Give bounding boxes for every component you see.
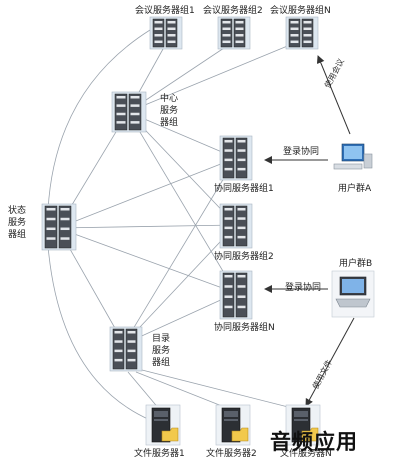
- file-server-1-label: 文件服务器1: [134, 449, 185, 459]
- collab-server-n-icon: [219, 270, 253, 320]
- user-group-a-label: 用户群A: [338, 184, 372, 194]
- user-group-a-icon: [333, 143, 373, 170]
- conference-server-1-icon: [149, 16, 183, 50]
- conference-server-n-icon: [285, 16, 319, 50]
- watermark-text: 音频应用: [270, 430, 358, 454]
- link-central-confN: [127, 39, 303, 113]
- link-state-collab1: [57, 157, 237, 229]
- file-server-n-icon: [285, 404, 321, 446]
- central-group-label: 中心服务器组: [160, 94, 179, 128]
- link-directory-file2: [135, 371, 233, 411]
- link-directory-collab2: [123, 224, 237, 345]
- conference-group-1-label: 会议服务器组1: [135, 6, 195, 16]
- file-server-n-label: 文件服务器N: [280, 449, 332, 459]
- user-group-b-icon: [331, 270, 375, 318]
- login-b-edge-label: 登录协同: [285, 283, 322, 293]
- login-a-edge-label: 登录协同: [283, 147, 320, 157]
- link-state-arc-top: [47, 29, 151, 211]
- conference-group-n-label: 会议服务器组N: [270, 6, 331, 16]
- directory-server-icon: [109, 326, 143, 372]
- link-state-collab2: [57, 224, 237, 229]
- link-state-arc-bottom: [47, 245, 151, 421]
- collab-server-1-icon: [219, 135, 253, 181]
- collab-group-n-label: 协同服务器组N: [214, 323, 275, 333]
- file-server-1-icon: [145, 404, 181, 446]
- link-directory-collabN: [123, 292, 237, 345]
- state-group-label: 状态服务器组: [8, 206, 27, 240]
- conference-group-2-label: 会议服务器组2: [203, 6, 263, 16]
- link-central-collabN: [127, 111, 237, 294]
- directory-group-label: 目录服务器组: [152, 334, 171, 368]
- arrow-user-a-conference: [316, 55, 351, 135]
- arrow-user-b-files: [305, 317, 355, 407]
- file-server-2-icon: [215, 404, 251, 446]
- state-server-icon: [41, 203, 77, 251]
- link-directory-collab1: [123, 157, 237, 345]
- conference-server-2-icon: [217, 16, 251, 50]
- collab-group-2-label: 协同服务器组2: [214, 252, 274, 262]
- collab-server-2-icon: [219, 203, 253, 249]
- link-state-collabN: [57, 227, 237, 294]
- link-directory-file1: [127, 371, 161, 411]
- file-server-2-label: 文件服务器2: [206, 449, 257, 459]
- central-server-icon: [111, 91, 147, 133]
- user-group-b-label: 用户群B: [339, 259, 373, 269]
- link-directory-fileN: [141, 369, 301, 411]
- collab-group-1-label: 协同服务器组1: [214, 184, 274, 194]
